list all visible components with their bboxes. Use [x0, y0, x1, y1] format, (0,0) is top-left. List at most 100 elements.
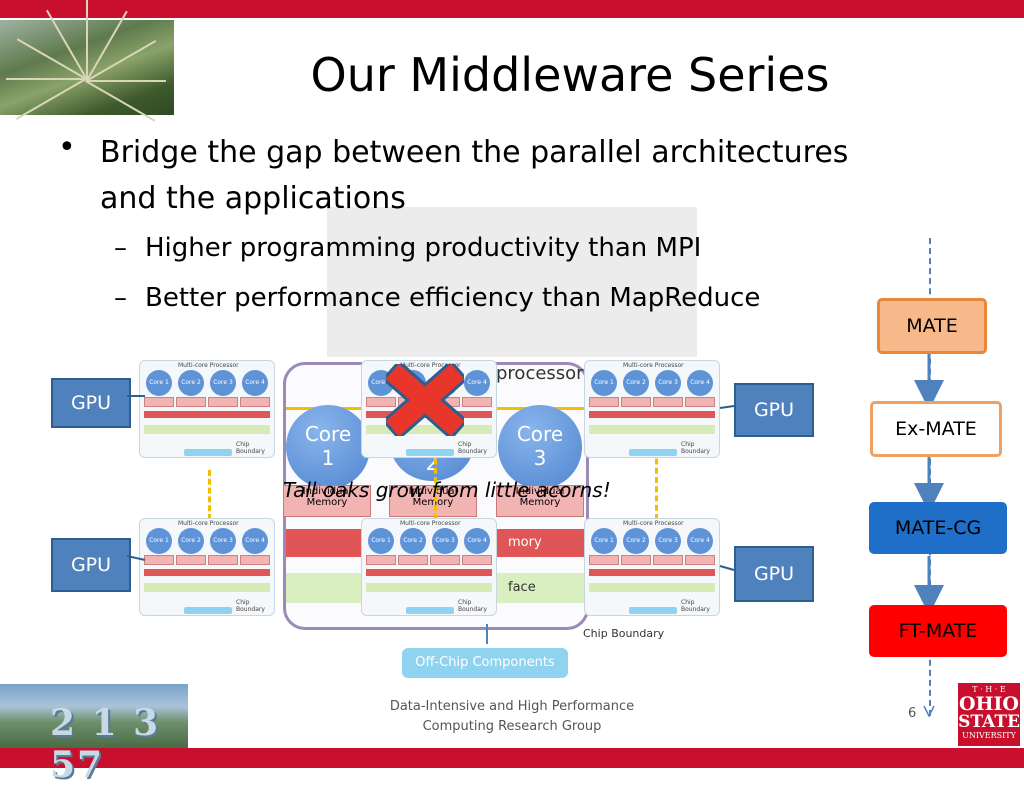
chip-individual-memory: [621, 397, 651, 407]
chip-core: Core 4: [464, 370, 490, 396]
chip-offchip-components: [629, 449, 677, 456]
chip-core: Core 3: [655, 528, 681, 554]
offchip-components-box: Off-Chip Components: [402, 648, 568, 678]
chip-boundary-small: Chip Boundary: [236, 441, 265, 455]
chip-offchip-components: [184, 449, 232, 456]
chip-individual-memory: [621, 555, 651, 565]
chip-core: Core 4: [464, 528, 490, 554]
red-x-icon: [386, 364, 464, 436]
memory-fragment: mory: [508, 535, 542, 550]
big-memory-3: Individual Memory: [496, 485, 584, 517]
chip-title: Multi-core Processor: [178, 362, 239, 369]
chip-bus-interface: [366, 583, 492, 592]
chip-core: Core 2: [178, 370, 204, 396]
chip-title: Multi-core Processor: [623, 362, 684, 369]
chip-core: Core 1: [591, 370, 617, 396]
main-bullet-line2: and the applications: [100, 181, 406, 216]
chip-individual-memory: [240, 555, 270, 565]
bullet-mark: •: [58, 130, 76, 165]
logo-line-the: T · H · E: [972, 685, 1006, 694]
chip-boundary-small: Chip Boundary: [681, 599, 710, 613]
chip-bus-interface: [366, 425, 492, 434]
offchip-arrow: [486, 624, 488, 644]
sub-bullet-2: Better performance efficiency than MapRe…: [145, 283, 761, 313]
footer-text: Data-Intensive and High Performance Comp…: [380, 697, 644, 737]
chip-title: Multi-core Processor: [400, 520, 461, 527]
chip-title: Multi-core Processor: [400, 362, 461, 369]
chip-title: Multi-core Processor: [623, 520, 684, 527]
chip-shared-memory: [366, 569, 492, 576]
flow-arrows: [914, 350, 944, 718]
chip-core: Core 2: [623, 370, 649, 396]
logo-line-state: STATE: [958, 712, 1020, 732]
chip-shared-memory: [144, 411, 270, 418]
chip-offchip-components: [629, 607, 677, 614]
chip-core: Core 1: [591, 528, 617, 554]
flow-item-ft-mate: FT-MATE: [869, 605, 1007, 657]
interface-fragment: face: [508, 580, 536, 595]
campus-oval-photo: [0, 0, 174, 122]
gray-placeholder-box: [327, 207, 697, 357]
chip-individual-memory: [685, 397, 715, 407]
main-bullet-line1: Bridge the gap between the parallel arch…: [100, 135, 849, 170]
chip-core: Core 3: [210, 370, 236, 396]
chip-individual-memory: [430, 555, 460, 565]
logo-line-ohio: OHIO: [959, 693, 1019, 715]
chip-core: Core 3: [655, 370, 681, 396]
acorns-overlay-text: Tall oaks grow from little acorns!: [283, 478, 611, 502]
chip-bus-interface: [589, 583, 715, 592]
chip-boundary-small: Chip Boundary: [236, 599, 265, 613]
gpu-box-top-right: GPU: [734, 383, 814, 437]
chip-core: Core 3: [432, 528, 458, 554]
chip-individual-memory: [366, 397, 396, 407]
chip-individual-memory: [589, 397, 619, 407]
chip-individual-memory: [144, 397, 174, 407]
chip-individual-memory: [589, 555, 619, 565]
chip-individual-memory: [208, 555, 238, 565]
chip-individual-memory: [176, 397, 206, 407]
chip-individual-memory: [653, 555, 683, 565]
chip-individual-memory: [366, 555, 396, 565]
footer-line-1: Data-Intensive and High Performance: [389, 699, 635, 714]
chip-offchip-components: [406, 607, 454, 614]
chip-offchip-components: [406, 449, 454, 456]
chip-core: Core 2: [400, 528, 426, 554]
big-core-1: Core 1: [286, 405, 370, 489]
chip-shared-memory: [589, 569, 715, 576]
chip-individual-memory: [208, 397, 238, 407]
chip-boundary-small: Chip Boundary: [681, 441, 710, 455]
big-core-1-label: Core: [304, 422, 352, 446]
sub-bullet-1: Higher programming productivity than MPI: [145, 233, 702, 263]
chip-boundary-small: Chip Boundary: [458, 441, 487, 455]
big-memory-2: Individual Memory: [389, 485, 477, 517]
chip-core: Core 1: [368, 528, 394, 554]
big-core-3-num: 3: [533, 446, 547, 470]
chip-offchip-components: [184, 607, 232, 614]
chip-individual-memory: [240, 397, 270, 407]
sub-bullet-dash-1: –: [114, 233, 127, 263]
sub-bullet-dash-2: –: [114, 283, 127, 313]
chip-core: Core 2: [178, 528, 204, 554]
chip-core: Core 4: [242, 370, 268, 396]
top-red-bar: [0, 0, 1024, 18]
chip-boundary-label: Chip Boundary: [583, 627, 665, 640]
chip-individual-memory: [462, 397, 492, 407]
chip-individual-memory: [398, 555, 428, 565]
chip-bus-interface: [589, 425, 715, 434]
chip-title: Multi-core Processor: [178, 520, 239, 527]
big-core-3-label: Core: [516, 422, 564, 446]
chip-bus-interface: [144, 425, 270, 434]
gpu-connector-lines: [126, 395, 735, 571]
big-core-1-num: 1: [321, 446, 335, 470]
chip-core: Core 4: [687, 528, 713, 554]
chip-boundary-small: Chip Boundary: [458, 599, 487, 613]
yellow-dashed-connector-left: [208, 470, 211, 520]
chip-shared-memory: [589, 411, 715, 418]
logo-line-university: UNIVERSITY: [962, 731, 1016, 740]
chip-individual-memory: [176, 555, 206, 565]
